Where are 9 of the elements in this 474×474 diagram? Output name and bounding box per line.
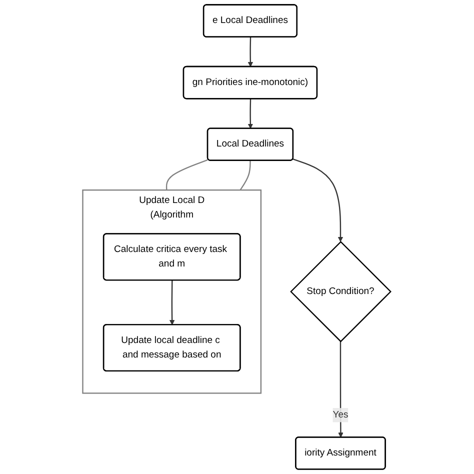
connector <box>240 160 252 190</box>
arrow <box>338 342 344 438</box>
edge-label: Yes <box>333 410 349 420</box>
arrow <box>292 158 344 242</box>
arrow <box>170 280 175 326</box>
node-diamond: Stop Condition? <box>290 240 392 342</box>
connector <box>166 159 208 190</box>
arrow <box>248 98 254 129</box>
arrow <box>248 37 254 68</box>
